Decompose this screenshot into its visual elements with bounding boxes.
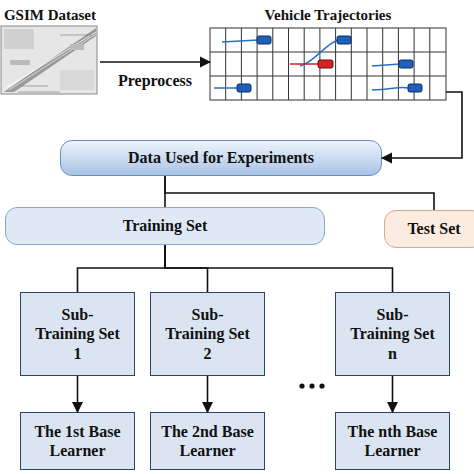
learner-box: The nth Base Learner [335, 412, 450, 470]
illustration-part [60, 70, 94, 90]
trajectory-grid [210, 28, 446, 100]
illustration-part [288, 28, 289, 100]
flow-arrow [77, 376, 79, 412]
illustration-part [210, 52, 446, 53]
illustration-part [9, 34, 96, 90]
box-label: Test Set [407, 219, 460, 238]
illustration-part [18, 92, 60, 93]
box-label: The 1st Base Learner [24, 422, 132, 460]
illustration-part [210, 28, 446, 100]
learner-box: The 1st Base Learner [20, 412, 135, 470]
box-label: Training Set [123, 216, 208, 235]
subset-box: Sub- Training Set 2 [150, 292, 265, 376]
illustration-part [318, 60, 333, 68]
panel-heading: GSIM Dataset [0, 6, 100, 24]
tree-line [165, 245, 393, 292]
vehicle-trajectories [214, 36, 422, 92]
tree-line [165, 176, 434, 210]
tree-line [78, 245, 166, 292]
box-label: Sub- Training Set 1 [35, 305, 121, 363]
flow-arrow [382, 92, 462, 158]
illustration-part [299, 383, 304, 388]
tree-line [165, 245, 208, 292]
box-label: The 2nd Base Learner [154, 422, 262, 460]
illustration-part [214, 87, 237, 89]
flow-arrow [392, 376, 394, 412]
illustration-part [337, 36, 351, 44]
dataset-image: GSIM Dataset [0, 6, 100, 96]
illustration-part [429, 28, 430, 100]
process-box: Training Set [5, 207, 325, 245]
illustration-part [367, 28, 368, 100]
trajectory-grid-panel: Vehicle Trajectories [210, 6, 446, 100]
box-label: Data Used for Experiments [128, 148, 314, 167]
subset-box: Sub- Training Set 1 [20, 292, 135, 376]
illustration-part [20, 86, 48, 87]
illustration-part [60, 35, 92, 36]
illustration-part [70, 44, 84, 50]
process-box: Test Set [384, 210, 474, 248]
panel-heading: Vehicle Trajectories [210, 6, 446, 24]
illustration-part [309, 383, 314, 388]
illustration-part [1, 26, 97, 94]
illustration-part [372, 64, 400, 66]
box-label: Sub- Training Set n [350, 305, 436, 363]
tree-line [164, 176, 166, 207]
ellipsis-dots [299, 383, 324, 388]
illustration-part [225, 28, 226, 100]
box-label: The nth Base Learner [339, 422, 447, 460]
illustration-part [4, 28, 96, 92]
illustration-part [335, 28, 336, 100]
illustration-part [372, 87, 408, 90]
illustration-part [290, 63, 318, 65]
illustration-part [319, 383, 324, 388]
illustration-part [10, 60, 30, 65]
illustration-part [6, 32, 96, 88]
illustration-part [408, 84, 422, 92]
edge-label: Preprocess [118, 72, 192, 90]
flow-arrow [207, 376, 209, 412]
illustration-part [257, 36, 271, 44]
box-label: Sub- Training Set 2 [165, 305, 251, 363]
illustration-part [4, 29, 34, 49]
illustration-part [237, 84, 251, 92]
process-box: Data Used for Experiments [60, 140, 382, 176]
flow-arrow [100, 61, 210, 63]
illustration-part [222, 40, 258, 42]
aerial-map [1, 26, 97, 94]
illustration-part [272, 28, 273, 100]
illustration-part [210, 76, 446, 77]
illustration-part [399, 60, 413, 68]
subset-box: Sub- Training Set n [335, 292, 450, 376]
learner-box: The 2nd Base Learner [150, 412, 265, 470]
